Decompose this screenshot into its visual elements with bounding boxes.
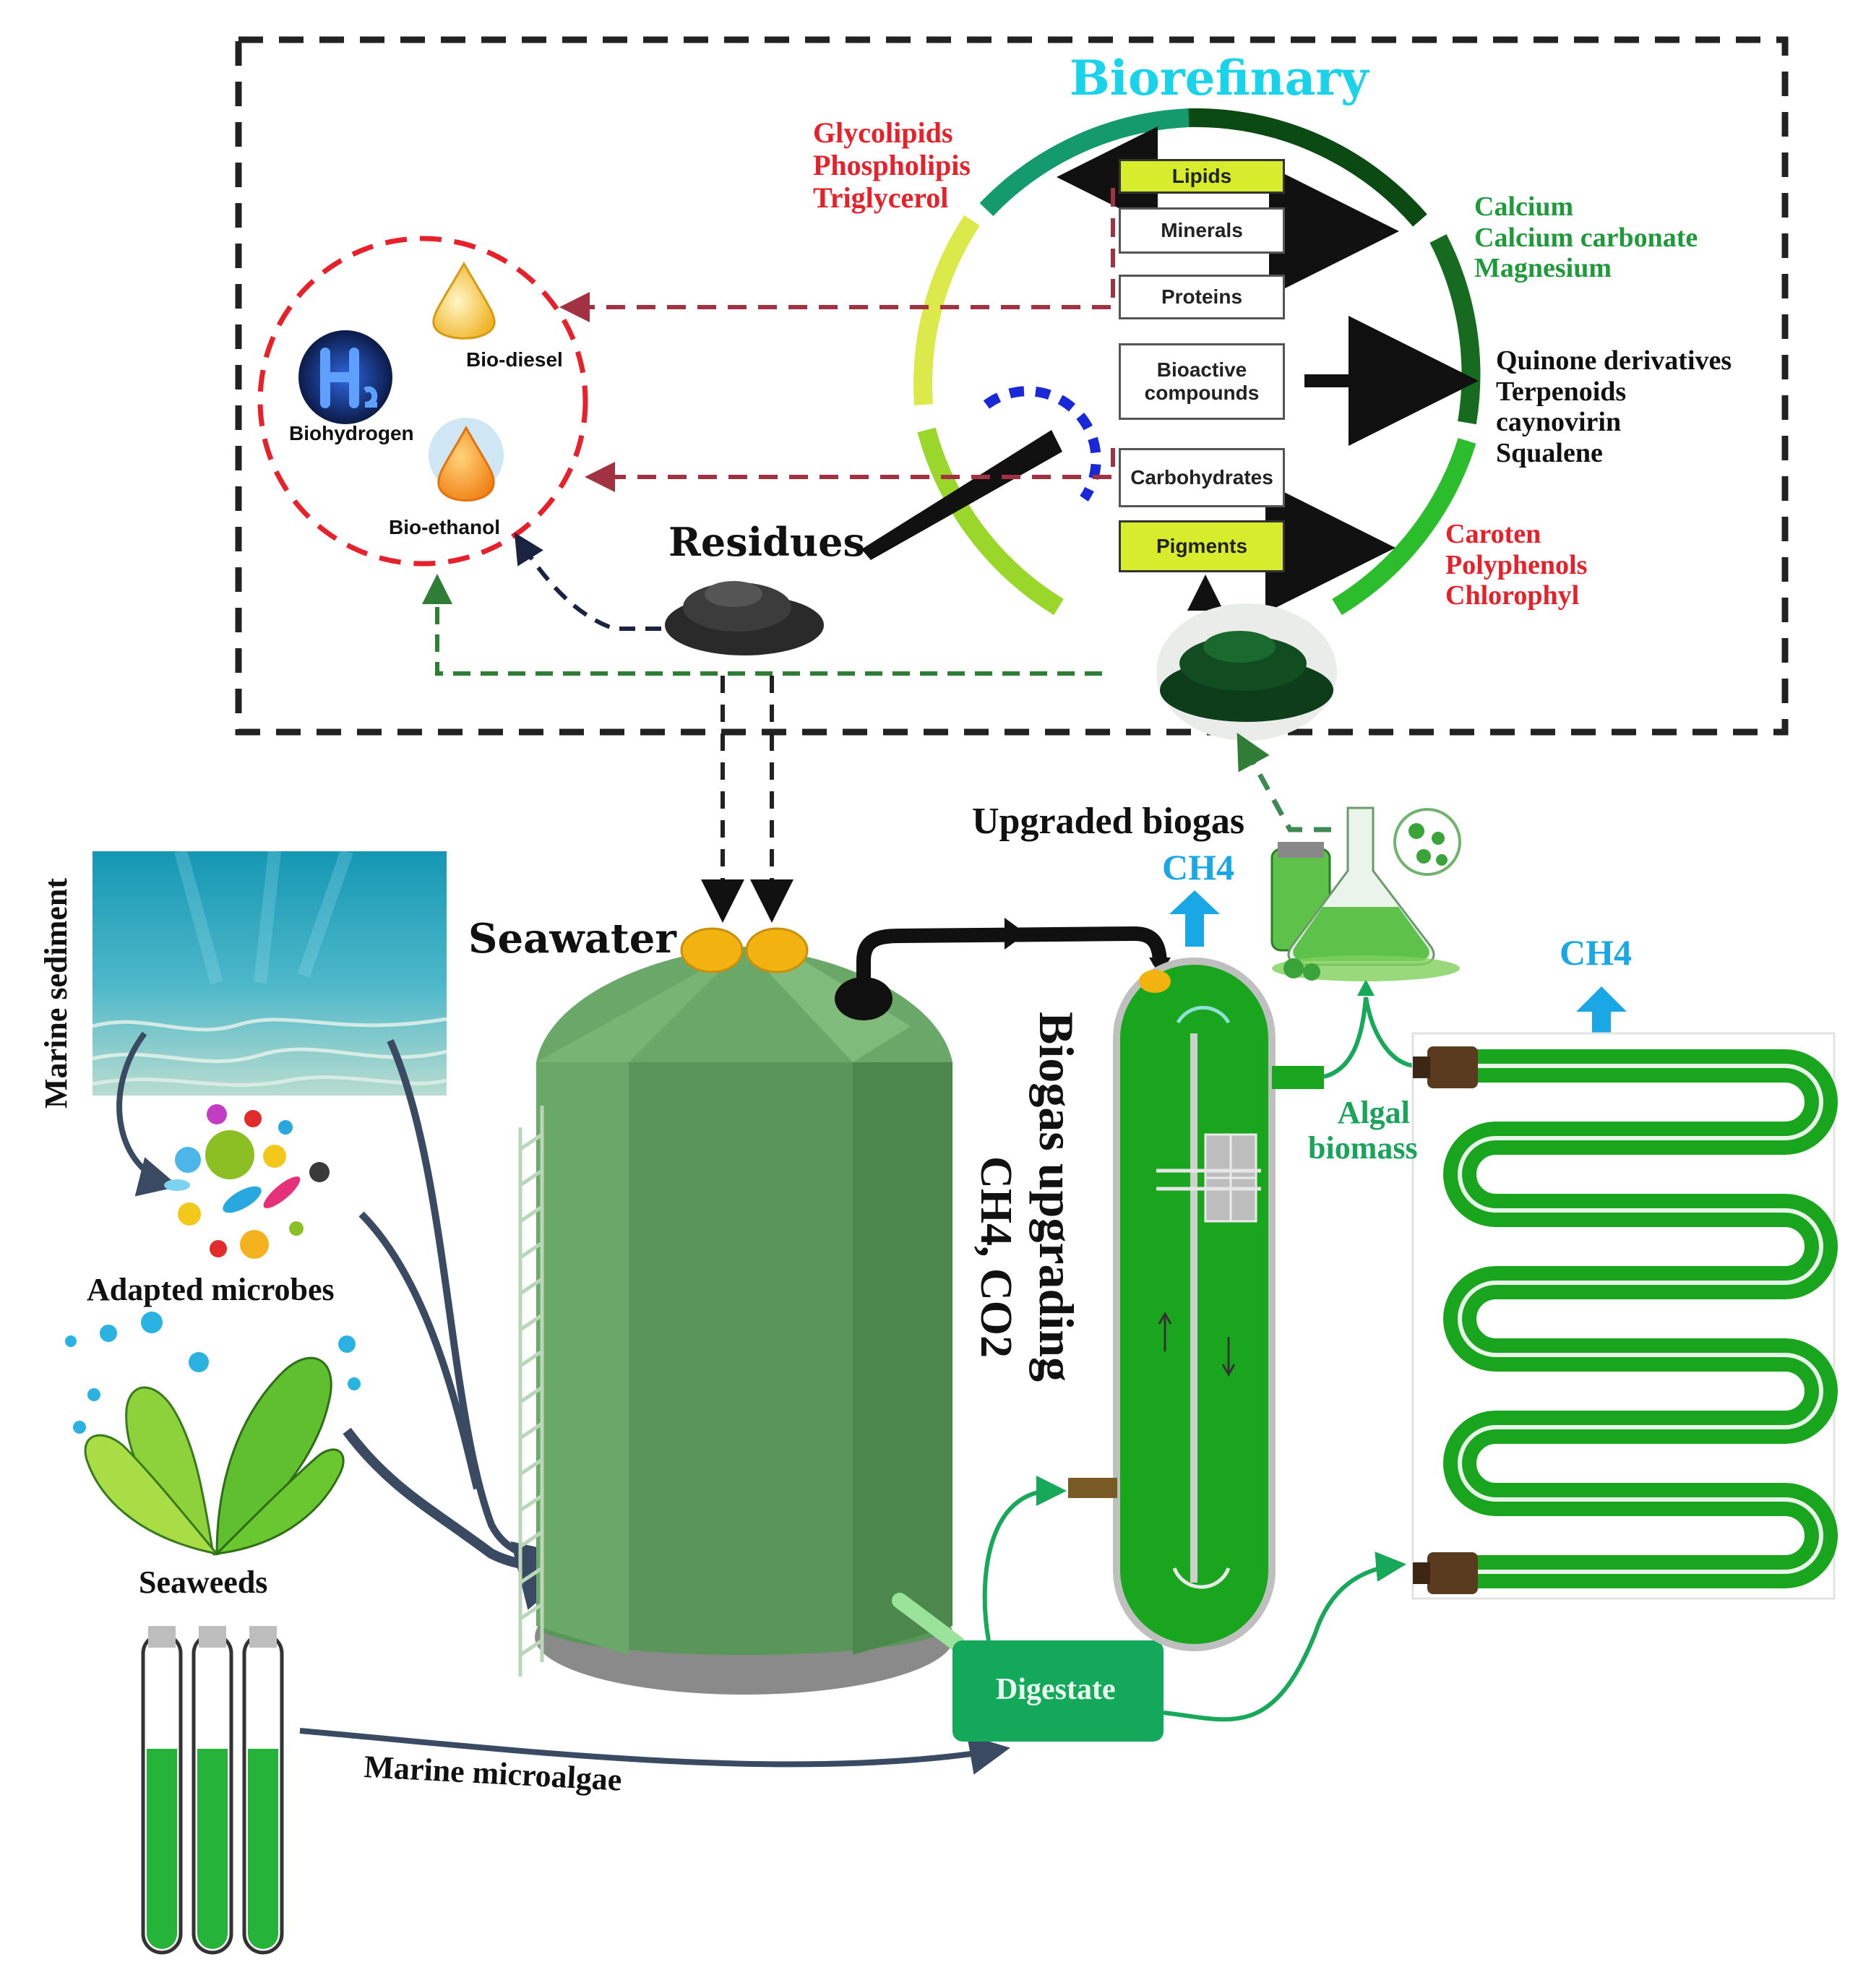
box-lipids: Lipids bbox=[1119, 159, 1285, 194]
algal-biomass-line-1: Algal bbox=[1337, 1095, 1410, 1130]
residues-to-ethanol-arrow bbox=[514, 532, 661, 631]
reactor-outlet-pipe bbox=[1272, 1066, 1324, 1089]
bioactive-product-3: caynovirin bbox=[1496, 407, 1622, 438]
biohydrogen-icon bbox=[298, 330, 392, 424]
box-bioactive-compounds: Bioactive compounds bbox=[1119, 343, 1285, 420]
algal-biomass-line-2: biomass bbox=[1308, 1130, 1418, 1166]
algal-biomass-label: Algal biomass bbox=[1308, 1095, 1418, 1166]
box-pigments: Pigments bbox=[1119, 520, 1285, 572]
gas-outlet-icon bbox=[835, 977, 893, 1020]
gas-mix-label: CH4, CO2 bbox=[971, 1156, 1020, 1358]
biofuels-circle bbox=[257, 236, 588, 567]
tubular-photobioreactor bbox=[1411, 1032, 1838, 1600]
lipid-products: Glycolipids Phospholipis Triglycerol bbox=[813, 116, 971, 214]
lipid-product-1: Glycolipids bbox=[813, 116, 953, 149]
digestate-to-reactor-line bbox=[982, 1476, 1067, 1641]
reactor-inlet-pipe bbox=[1068, 1478, 1117, 1498]
flask-to-biomass-arrow bbox=[1236, 732, 1331, 832]
adapted-microbes-icon bbox=[164, 1104, 330, 1259]
tank-ladder bbox=[518, 1106, 544, 1677]
upgraded-biogas-label: Upgraded biogas bbox=[972, 801, 1245, 842]
pigment-product-1: Caroten bbox=[1445, 519, 1541, 549]
bio-diesel-drop-icon bbox=[432, 262, 496, 340]
box-proteins: Proteins bbox=[1119, 275, 1285, 319]
pigment-product-2: Polyphenols bbox=[1445, 549, 1588, 580]
box-minerals: Minerals bbox=[1119, 207, 1285, 254]
bio-ethanol-icon bbox=[429, 418, 504, 502]
bioactive-product-4: Squalene bbox=[1496, 437, 1603, 468]
biogas-pipe bbox=[856, 926, 1167, 990]
biogas-upgrading-label: Biogas upgrading bbox=[1029, 1012, 1084, 1382]
mineral-product-3: Magnesium bbox=[1474, 253, 1612, 284]
seaweeds-label: Seaweeds bbox=[139, 1565, 268, 1600]
digester-tank bbox=[535, 947, 954, 1695]
residues-label: Residues bbox=[668, 519, 865, 565]
microbes-to-digester-arrow bbox=[358, 1211, 481, 1490]
carbohydrates-to-biofuels-line bbox=[585, 448, 1115, 492]
bioactive-product-1: Quinone derivatives bbox=[1496, 345, 1732, 376]
seawater-inlet-right bbox=[745, 927, 809, 973]
lipid-product-2: Phospholipis bbox=[813, 148, 971, 181]
marine-sediment-image bbox=[92, 849, 447, 1096]
algal-biomass-pile-icon bbox=[1156, 603, 1337, 741]
biogas-upgrading-reactor bbox=[1113, 958, 1276, 1651]
lipid-product-3: Triglycerol bbox=[813, 181, 949, 214]
seaweeds-icon bbox=[65, 1312, 361, 1557]
pigment-products: Caroten Polyphenols Chlorophyl bbox=[1445, 519, 1587, 611]
ch4-top-label: CH4 bbox=[1162, 847, 1234, 887]
algae-culture-flask-icon bbox=[1270, 806, 1461, 981]
mineral-product-2: Calcium carbonate bbox=[1474, 222, 1698, 253]
mineral-product-1: Calcium bbox=[1474, 192, 1574, 222]
biorefinery-title: Biorefinary bbox=[1070, 50, 1369, 106]
marine-sediment-label: Marine sediment bbox=[38, 878, 74, 1109]
digestate-box bbox=[952, 1640, 1164, 1742]
bioactive-products: Quinone derivatives Terpenoids caynoviri… bbox=[1496, 345, 1732, 468]
microalgae-to-digestate-arrow bbox=[299, 1728, 1010, 1775]
biohydrogen-label: Biohydrogen bbox=[289, 422, 414, 444]
mineral-products: Calcium Calcium carbonate Magnesium bbox=[1474, 192, 1698, 284]
sediment-to-microbes-arrow bbox=[116, 1031, 179, 1197]
ch4-right-label: CH4 bbox=[1560, 932, 1632, 973]
proteins-to-biofuels-line bbox=[559, 188, 1115, 322]
digestate-to-photobioreactor-line bbox=[1163, 1552, 1406, 1722]
microalgae-test-tubes-icon bbox=[141, 1626, 284, 1955]
box-carbohydrates: Carbohydrates bbox=[1119, 448, 1285, 507]
pigment-product-3: Chlorophyl bbox=[1445, 580, 1580, 611]
biomass-to-ethanol-line bbox=[422, 574, 1102, 676]
biorefinery-frame bbox=[235, 36, 1789, 736]
blue-dashed-arc bbox=[983, 386, 1101, 502]
seawater-label: Seawater bbox=[468, 915, 676, 963]
seawater-inlet-left bbox=[680, 927, 744, 973]
bio-diesel-label: Bio-diesel bbox=[466, 348, 563, 371]
residue-wedge bbox=[861, 430, 1062, 560]
bio-ethanol-label: Bio-ethanol bbox=[389, 516, 500, 538]
bioactive-product-2: Terpenoids bbox=[1496, 376, 1627, 407]
digestate-label: Digestate bbox=[996, 1673, 1116, 1706]
adapted-microbes-label: Adapted microbes bbox=[87, 1272, 335, 1307]
ch4-top-arrow-icon bbox=[1169, 890, 1220, 947]
